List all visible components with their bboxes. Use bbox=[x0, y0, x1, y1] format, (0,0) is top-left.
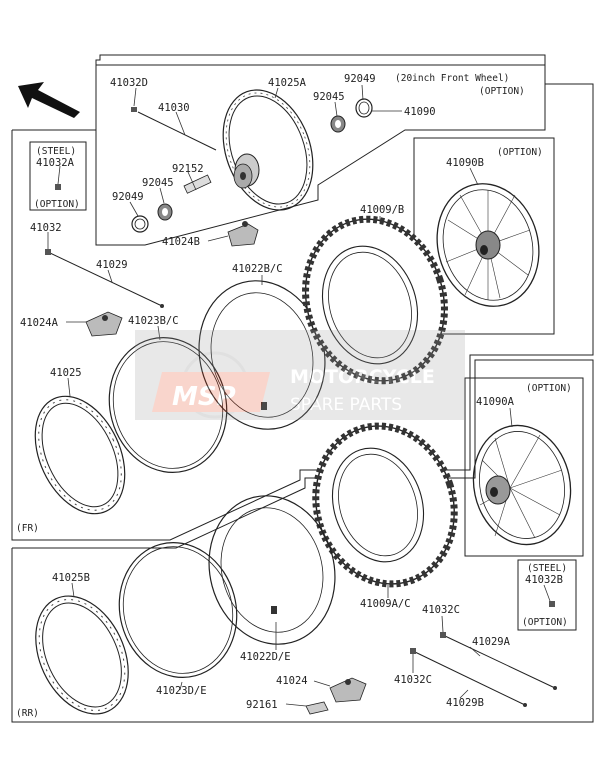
rim-lock-41024 bbox=[329, 677, 367, 703]
tire-41009B bbox=[302, 215, 448, 385]
option-label-rear-steel: (OPTION) bbox=[522, 617, 568, 628]
label-41025: 41025 bbox=[50, 367, 82, 379]
label-41090B: 41090B bbox=[446, 157, 484, 169]
spoke-41029A bbox=[440, 632, 557, 690]
option-label-front-steel: (OPTION) bbox=[34, 199, 80, 210]
watermark-logo: MSP bbox=[172, 382, 236, 412]
rim-lock-41024A bbox=[85, 311, 123, 337]
label-41032C-lower: 41032C bbox=[394, 674, 432, 686]
spoke-41029 bbox=[45, 249, 164, 308]
seal-92049-upper bbox=[355, 98, 373, 118]
label-41032A: 41032A bbox=[36, 157, 75, 169]
spoke-41030 bbox=[131, 107, 217, 151]
nipple-41032A bbox=[55, 184, 61, 190]
watermark: MSP MOTORCYCLE SPARE PARTS bbox=[135, 330, 465, 420]
option-box-41090A bbox=[464, 377, 584, 557]
label-92152: 92152 bbox=[172, 163, 204, 175]
rear-marker: (RR) bbox=[16, 708, 39, 719]
watermark-line1: MOTORCYCLE bbox=[290, 366, 435, 388]
rim-41025 bbox=[34, 395, 126, 515]
label-92049-upper: 92049 bbox=[344, 73, 376, 85]
steel-label-front: (STEEL) bbox=[36, 146, 76, 157]
rim-band-41023DE bbox=[118, 542, 238, 678]
steel-label-rear: (STEEL) bbox=[527, 563, 567, 574]
label-41032: 41032 bbox=[30, 222, 62, 234]
rim-lock-41024B bbox=[227, 221, 259, 247]
direction-arrow-icon bbox=[18, 82, 80, 118]
steel-option-box-rear bbox=[517, 559, 577, 631]
label-41024A: 41024A bbox=[20, 317, 59, 329]
front-wheel-option: (OPTION) bbox=[479, 86, 525, 97]
label-92045-lower: 92045 bbox=[142, 177, 174, 189]
label-41029B: 41029B bbox=[446, 697, 484, 709]
label-41024B: 41024B bbox=[162, 236, 200, 248]
front-wheel-note: (20inch Front Wheel) bbox=[395, 73, 509, 84]
rim-41025A bbox=[222, 89, 314, 211]
label-41025B: 41025B bbox=[52, 572, 90, 584]
label-41023BC: 41023B/C bbox=[128, 315, 179, 327]
label-41025A: 41025A bbox=[268, 77, 307, 89]
label-41023DE: 41023D/E bbox=[156, 685, 207, 697]
watermark-line2: SPARE PARTS bbox=[290, 395, 402, 415]
label-92161: 92161 bbox=[246, 699, 278, 711]
spacer-92152 bbox=[183, 174, 212, 194]
tube-41022DE bbox=[208, 495, 336, 645]
label-41032B: 41032B bbox=[525, 574, 563, 586]
wheel-assy-41090B bbox=[436, 183, 540, 307]
leader-lines bbox=[47, 84, 551, 707]
front-marker: (FR) bbox=[16, 523, 39, 534]
label-41090: 41090 bbox=[404, 106, 436, 118]
label-41032C-upper: 41032C bbox=[422, 604, 460, 616]
rim-band-41023BC bbox=[108, 337, 228, 473]
steel-option-box-front bbox=[29, 141, 87, 211]
outer-frames bbox=[11, 54, 594, 723]
option-label-41090A: (OPTION) bbox=[526, 383, 572, 394]
tire-41009AC bbox=[312, 422, 458, 588]
label-41009B: 41009/B bbox=[360, 204, 404, 216]
label-92049-lower: 92049 bbox=[112, 191, 144, 203]
label-41024: 41024 bbox=[276, 675, 308, 687]
bearing-92045-upper bbox=[330, 115, 346, 133]
wheel-assy-41090A bbox=[472, 424, 572, 546]
seal-92049-lower bbox=[131, 215, 149, 233]
label-41022DE: 41022D/E bbox=[240, 651, 291, 663]
label-92045-upper: 92045 bbox=[313, 91, 345, 103]
spoke-41029B bbox=[410, 648, 527, 707]
bearing-92045-lower bbox=[157, 203, 173, 221]
label-41029: 41029 bbox=[96, 259, 128, 271]
label-41030: 41030 bbox=[158, 102, 190, 114]
label-41029A: 41029A bbox=[472, 636, 511, 648]
cushion-92161 bbox=[305, 701, 329, 715]
label-41090A: 41090A bbox=[476, 396, 515, 408]
label-41022BC: 41022B/C bbox=[232, 263, 283, 275]
label-41032D: 41032D bbox=[110, 77, 148, 89]
nipple-41032B bbox=[549, 601, 555, 607]
label-41009AC: 41009A/C bbox=[360, 598, 411, 610]
rim-41025B bbox=[35, 595, 129, 715]
labels: 41032D 41025A 92049 92045 41030 41090 (2… bbox=[16, 73, 572, 719]
option-label-41090B: (OPTION) bbox=[497, 147, 543, 158]
